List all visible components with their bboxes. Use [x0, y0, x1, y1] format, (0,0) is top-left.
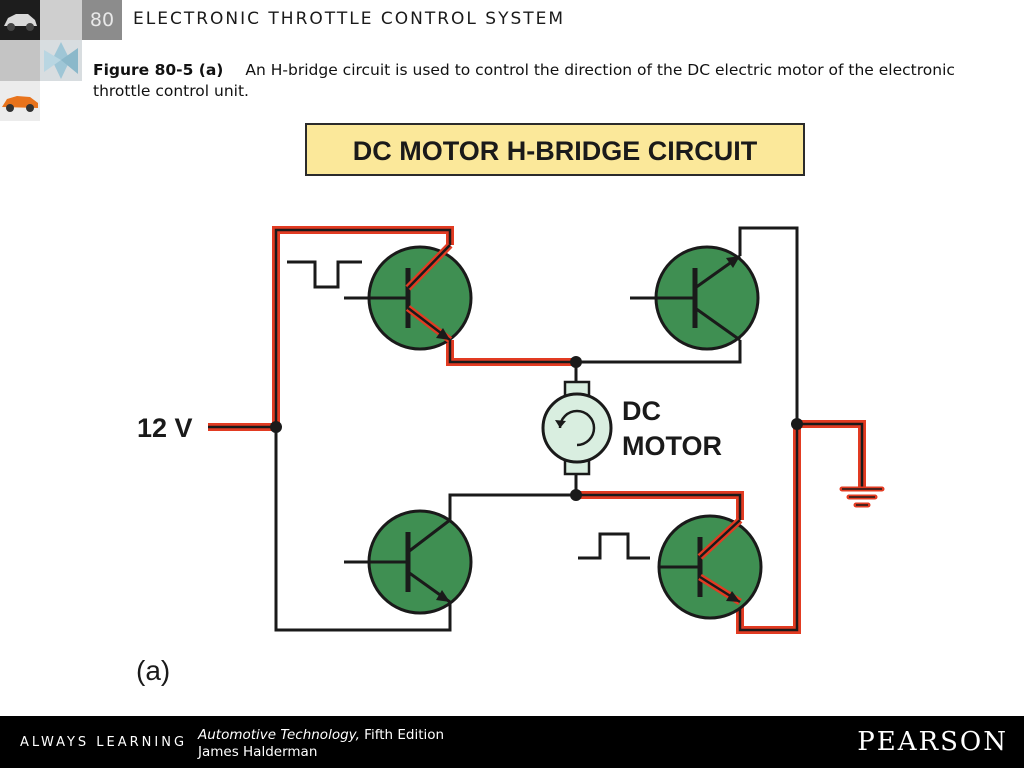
footer-tagline: ALWAYS LEARNING [20, 735, 188, 750]
panel-label: (a) [136, 655, 170, 686]
chapter-title: ELECTRONIC THROTTLE CONTROL SYSTEM [133, 9, 566, 29]
transistor-top-left [344, 242, 473, 351]
dc-motor [541, 380, 613, 476]
publisher-logo: PEARSON [857, 727, 1008, 757]
transistor-bottom-left [344, 509, 473, 615]
sports-car-thumbnail-image [0, 81, 40, 121]
voltage-label: 12 V [137, 413, 193, 443]
crystal-thumbnail-image [40, 40, 82, 81]
transistor-top-right [630, 245, 760, 351]
footer-bar: ALWAYS LEARNING Automotive Technology, F… [0, 716, 1024, 768]
caption-text: An H-bridge circuit is used to control t… [93, 61, 955, 100]
diagram-title: DC MOTOR H-BRIDGE CIRCUIT [353, 136, 758, 166]
book-author: James Halderman [198, 744, 318, 760]
decorative-tile [40, 0, 82, 40]
motor-label-motor: MOTOR [622, 431, 722, 461]
book-edition: Fifth Edition [364, 727, 445, 743]
figure-label: Figure 80-5 (a) [93, 61, 224, 79]
wiring-black [274, 226, 799, 632]
transistor-bottom-right [657, 514, 763, 620]
junction-dots [270, 356, 803, 501]
current-path [208, 226, 866, 634]
chapter-number: 80 [82, 0, 122, 40]
decorative-tile [0, 40, 40, 81]
diagram-title-box [305, 123, 805, 176]
figure-caption: Figure 80-5 (a)An H-bridge circuit is us… [93, 60, 993, 102]
motor-label-dc: DC [622, 396, 661, 426]
car-thumbnail-image [0, 0, 40, 40]
h-bridge-diagram: DC MOTOR H-BRIDGE CIRCUIT [136, 123, 885, 686]
book-info: Automotive Technology, Fifth Edition Jam… [198, 727, 444, 761]
book-title: Automotive Technology, [198, 727, 360, 743]
